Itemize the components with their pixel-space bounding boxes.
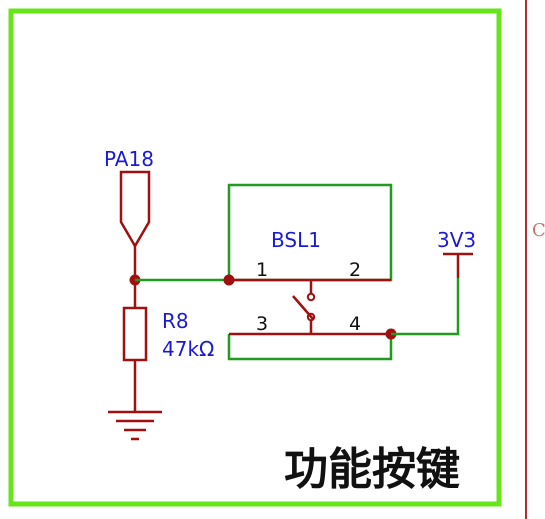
resistor-value: 47kΩ: [162, 337, 214, 361]
resistor-r8-body: [122, 306, 148, 362]
block-frame: [8, 8, 502, 507]
pushbutton-contact-icon: [292, 280, 316, 334]
wire-pin4-to-3v3: [391, 278, 460, 336]
resistor-designator: R8: [162, 309, 189, 333]
power-label-3v3: 3V3: [437, 228, 476, 252]
adjacent-sheet-label: C: [532, 220, 545, 241]
switch-bsl1-bottom-outline: [227, 334, 393, 361]
block-title: 功能按键: [284, 444, 460, 495]
switch-pin-1: 1: [256, 259, 268, 281]
junction-dot-pin1: [223, 274, 235, 286]
switch-designator: BSL1: [271, 228, 321, 252]
switch-pin-3: 3: [256, 313, 268, 335]
net-port-symbol: [119, 170, 151, 249]
net-label-pa18: PA18: [104, 147, 154, 171]
switch-pin-2: 2: [349, 259, 361, 281]
ground-icon: [108, 410, 162, 441]
switch-pin-4: 4: [349, 313, 361, 335]
